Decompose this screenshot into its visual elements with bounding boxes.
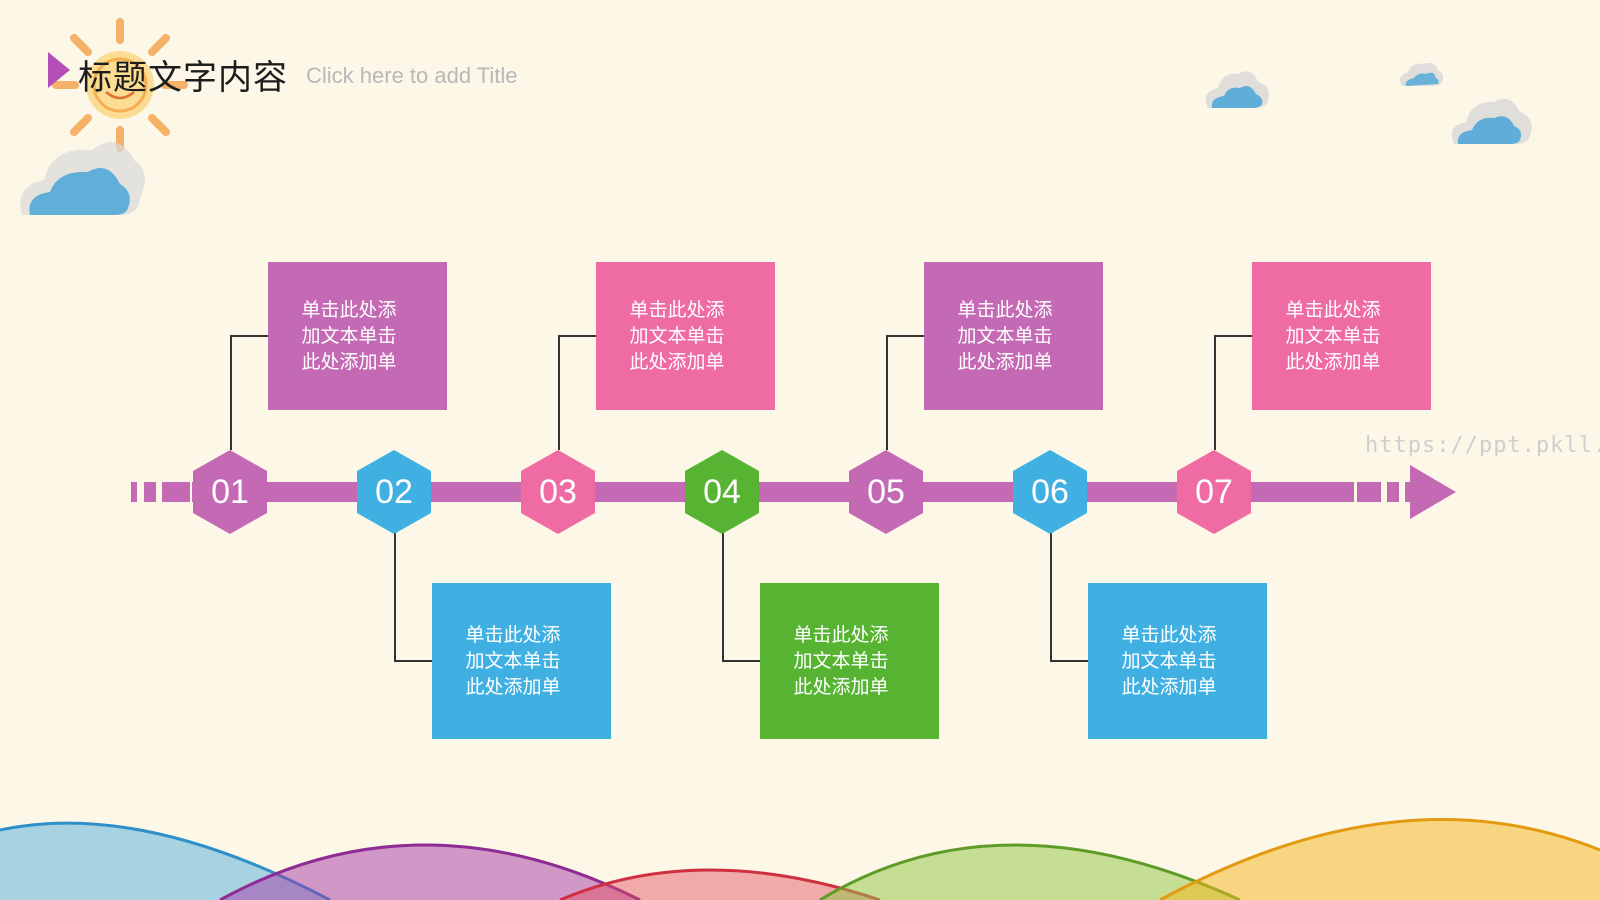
cloud-icon <box>1451 98 1532 144</box>
connector-01 <box>230 335 268 337</box>
connector-04 <box>722 530 724 660</box>
step-number-02[interactable]: 02 <box>375 472 413 511</box>
info-box-text: 单击此处添加文本单击此处添加单 <box>793 624 889 698</box>
info-box-06[interactable]: 单击此处添加文本单击此处添加单 <box>1088 583 1267 739</box>
connector-02 <box>394 530 396 660</box>
hills-decoration <box>0 818 1600 900</box>
connector-05 <box>886 335 924 337</box>
arrow-right-icon <box>1410 465 1456 519</box>
info-box-text: 单击此处添加文本单击此处添加单 <box>1285 299 1381 373</box>
info-box-07[interactable]: 单击此处添加文本单击此处添加单 <box>1252 262 1431 410</box>
step-number-05[interactable]: 05 <box>867 472 905 511</box>
page-subtitle[interactable]: Click here to add Title <box>306 63 518 88</box>
connector-07 <box>1214 335 1252 337</box>
step-number-01[interactable]: 01 <box>211 472 249 511</box>
connector-07 <box>1214 335 1216 450</box>
info-box-text: 单击此处添加文本单击此处添加单 <box>465 624 561 698</box>
step-number-03[interactable]: 03 <box>539 472 577 511</box>
title-marker-icon <box>48 52 70 88</box>
page-title[interactable]: 标题文字内容 <box>78 58 288 98</box>
info-box-04[interactable]: 单击此处添加文本单击此处添加单 <box>760 583 939 739</box>
info-box-02[interactable]: 单击此处添加文本单击此处添加单 <box>432 583 611 739</box>
cloud-icon <box>1400 62 1444 86</box>
info-box-05[interactable]: 单击此处添加文本单击此处添加单 <box>924 262 1103 410</box>
info-box-text: 单击此处添加文本单击此处添加单 <box>1121 624 1217 698</box>
cloud-icon <box>20 142 145 215</box>
connector-06 <box>1050 530 1052 660</box>
info-box-03[interactable]: 单击此处添加文本单击此处添加单 <box>596 262 775 410</box>
info-box-text: 单击此处添加文本单击此处添加单 <box>957 299 1053 373</box>
connector-04 <box>722 660 760 662</box>
watermark: https://ppt.pkll.de <box>1365 433 1600 458</box>
info-box-text: 单击此处添加文本单击此处添加单 <box>301 299 397 373</box>
step-number-06[interactable]: 06 <box>1031 472 1069 511</box>
info-box-text: 单击此处添加文本单击此处添加单 <box>629 299 725 373</box>
connector-05 <box>886 335 888 450</box>
step-number-04[interactable]: 04 <box>703 472 741 511</box>
cloud-icon <box>1205 71 1269 108</box>
connector-03 <box>558 335 560 450</box>
connector-01 <box>230 335 232 450</box>
info-box-01[interactable]: 单击此处添加文本单击此处添加单 <box>268 262 447 410</box>
connector-06 <box>1050 660 1088 662</box>
connector-03 <box>558 335 596 337</box>
connector-02 <box>394 660 432 662</box>
step-number-07[interactable]: 07 <box>1195 472 1233 511</box>
